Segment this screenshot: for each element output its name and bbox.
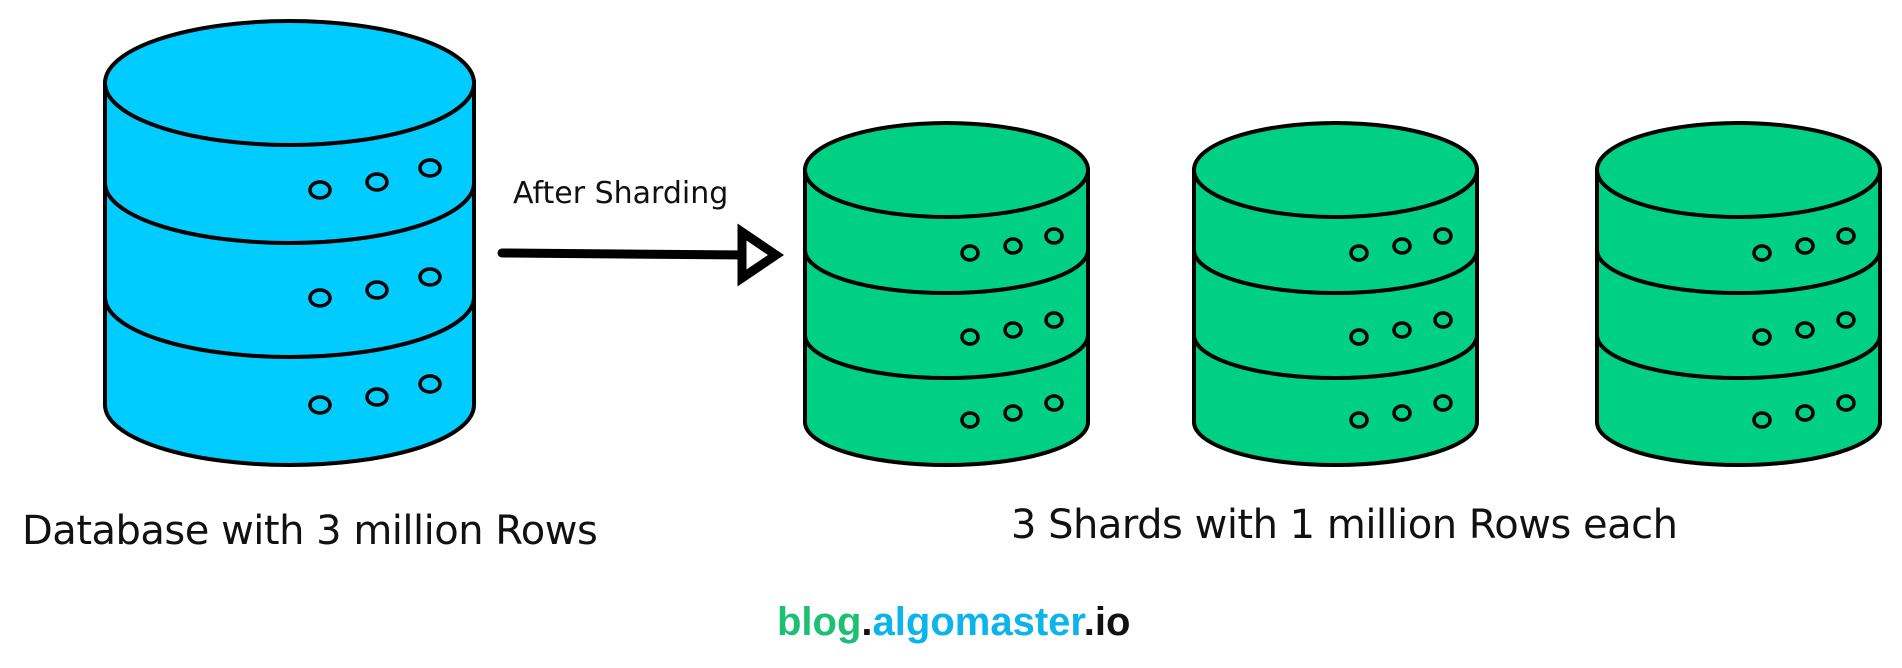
footer-part-blog: blog <box>777 600 862 644</box>
footer-dot: . <box>861 600 873 644</box>
shard-2-database-icon <box>1192 121 1479 467</box>
footer-part-io: io <box>1094 600 1131 644</box>
arrow-label: After Sharding <box>513 176 729 211</box>
shard-1-database-icon <box>803 121 1090 467</box>
shards-caption: 3 Shards with 1 million Rows each <box>1011 502 1678 548</box>
footer-watermark: blog.algomaster.io <box>777 600 1130 645</box>
source-database-caption: Database with 3 million Rows <box>22 508 598 554</box>
shard-3-database-icon <box>1595 121 1882 467</box>
footer-part-algomaster: algomaster <box>872 600 1084 644</box>
source-database-icon <box>103 19 476 467</box>
footer-dot: . <box>1083 600 1095 644</box>
arrow-right-icon <box>497 223 785 287</box>
